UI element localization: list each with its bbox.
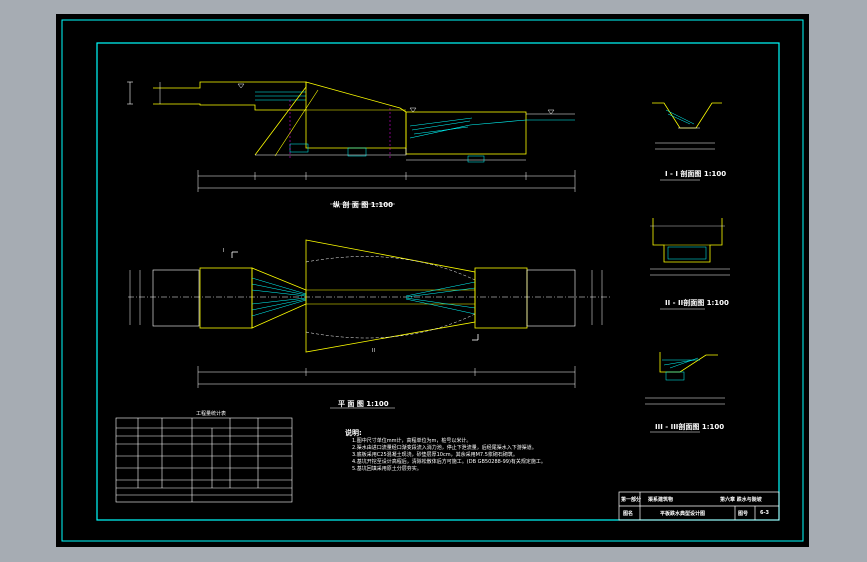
note-item: 1.图中尺寸单位mm计，高程单位为m，桩号以米计。 — [352, 438, 472, 444]
note-item: 3.底板采用C25混凝土现浇，砂垫层厚10cm，其余采用M7.5浆砌石砌筑。 — [352, 452, 518, 458]
note-item: 4.基坑开挖至设计高程后，清除松散体后方可施工。(DB GB50288-99)有… — [352, 459, 546, 465]
notes-list: 1.图中尺寸单位mm计，高程单位为m，桩号以米计。 2.渠水由进口流量经口渐变段… — [352, 438, 602, 473]
title-block-name-label: 图名 — [623, 511, 634, 517]
notes-title: 说明: — [345, 429, 362, 437]
section-1 — [652, 102, 722, 181]
longitudinal-section — [127, 81, 576, 205]
outer-frame — [61, 19, 804, 542]
title-block-number-label: 图号 — [738, 511, 749, 517]
materials-table-grid — [115, 417, 293, 503]
title-block-chapter: 第六章 跌水与陡坡 — [720, 497, 762, 503]
paper — [56, 14, 809, 547]
materials-table-title: 工程量统计表 — [196, 411, 227, 417]
title-block-drawing-name: 平板跌水典型设计图 — [660, 511, 706, 517]
title-block-grid — [618, 491, 780, 521]
title-block-number: 6-3 — [760, 510, 770, 516]
plan-view — [128, 239, 610, 409]
section-marker-ii: II — [372, 348, 375, 354]
section-3-title: III - III剖面图 1:100 — [655, 423, 725, 431]
plan-view-title: 平 面 图 1:100 — [338, 400, 389, 408]
longitudinal-section-title: 纵 剖 面 图 1:100 — [333, 201, 394, 209]
title-block-category: 渠系建筑物 — [648, 497, 674, 503]
section-marker-i: I — [223, 248, 225, 254]
section-2-title: II - II剖面图 1:100 — [665, 299, 729, 307]
inner-frame — [96, 42, 780, 521]
section-3 — [645, 352, 725, 433]
section-1-title: I - I 剖面图 1:100 — [665, 170, 727, 178]
note-item: 5.基坑回填采用原土分层夯实。 — [352, 466, 422, 472]
section-2 — [650, 218, 730, 310]
title-block-part: 第一部分 — [621, 497, 642, 503]
note-item: 2.渠水由进口流量经口渐变段流入消力池，停止下泄流量，后经尾渠水入下游渠道。 — [352, 445, 537, 451]
